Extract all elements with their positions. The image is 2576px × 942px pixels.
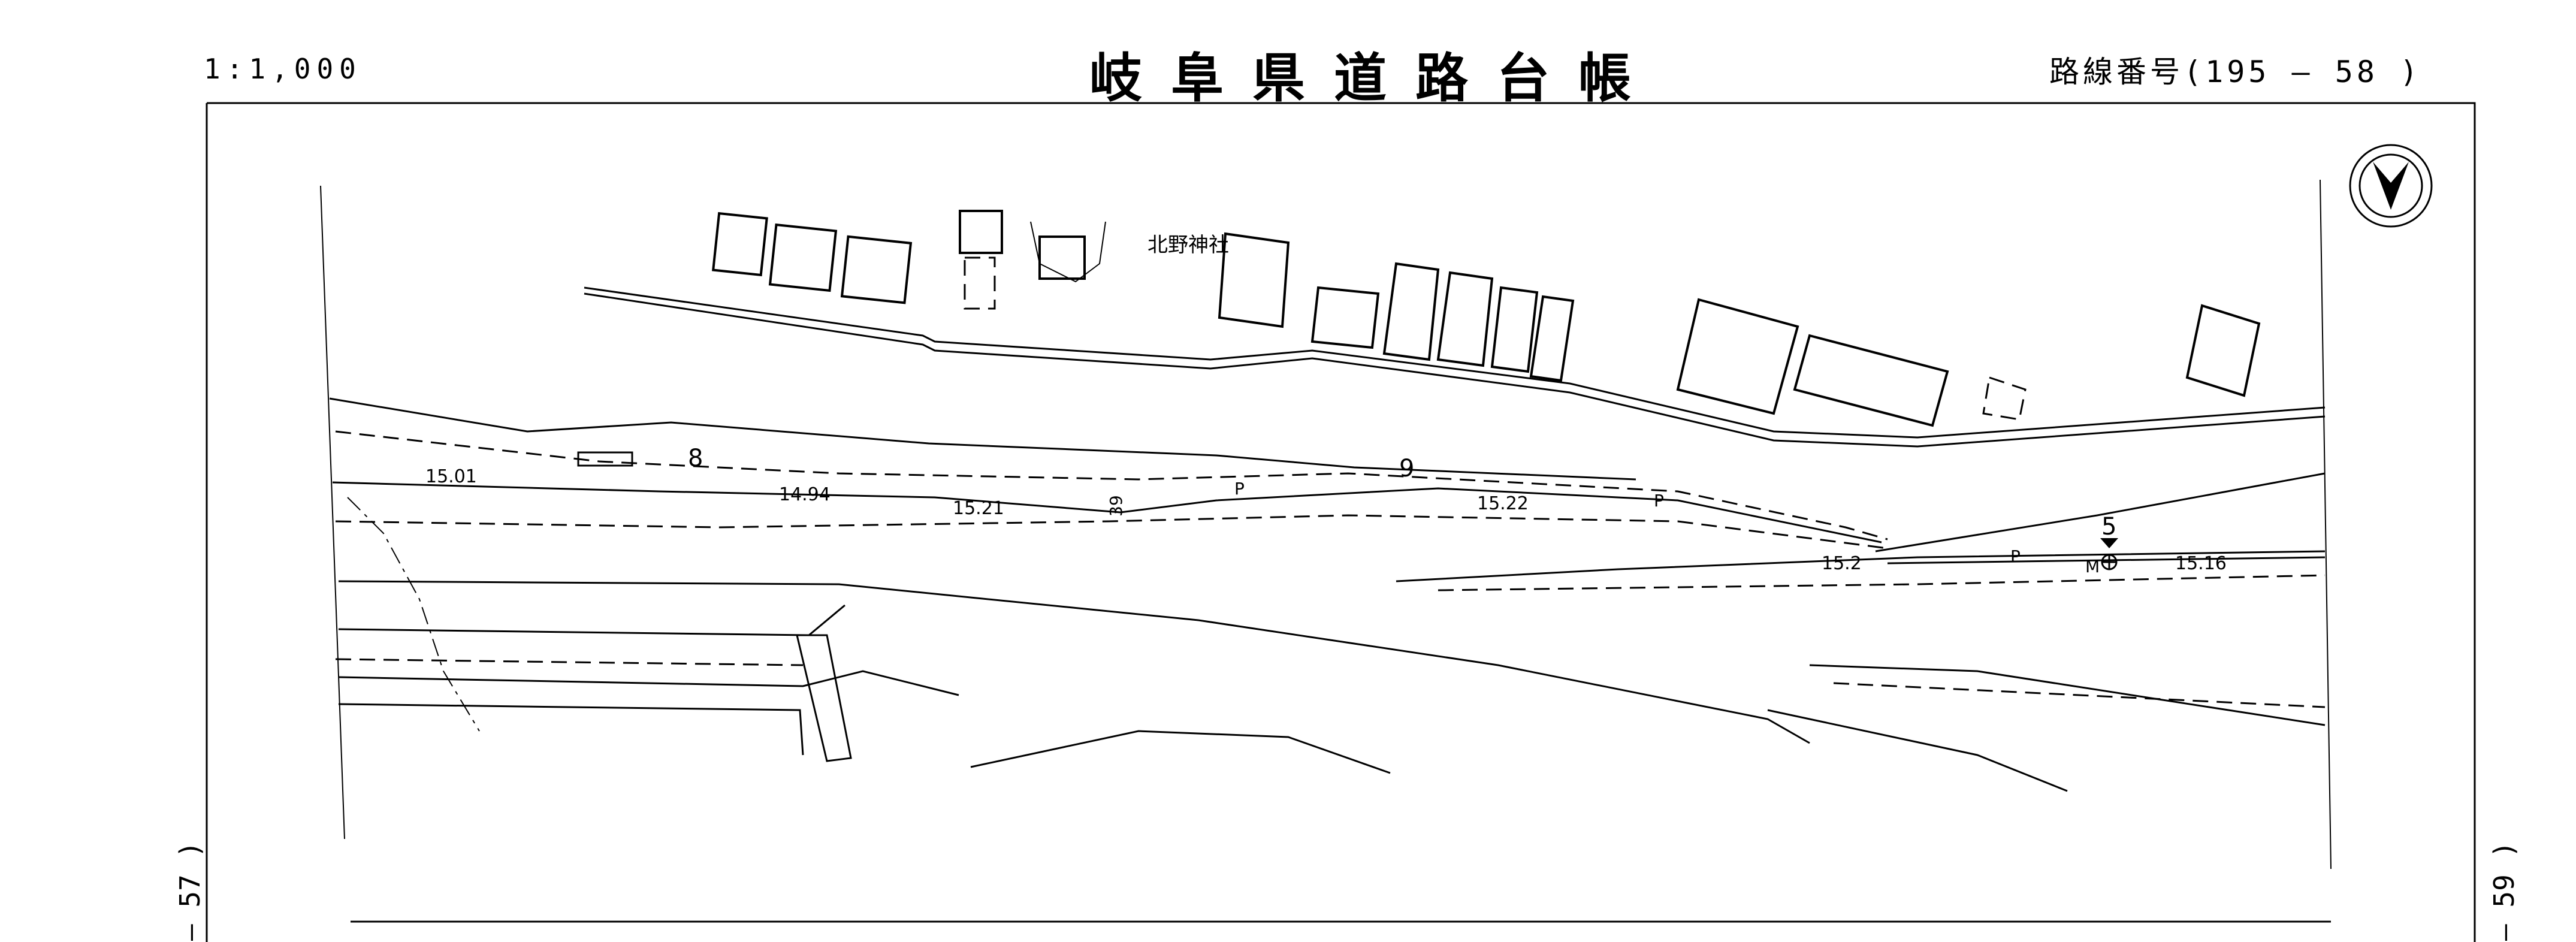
svg-text:15.22: 15.22 [1477, 493, 1529, 514]
svg-text:15.16: 15.16 [2175, 553, 2227, 574]
svg-text:P: P [1654, 491, 1664, 511]
right-limit-line [2320, 179, 2332, 869]
page-title: 岐阜県道路台帳 [1089, 47, 1660, 109]
svg-text:15.01: 15.01 [425, 466, 477, 487]
svg-text:P: P [2010, 547, 2021, 566]
road-edges [329, 286, 2326, 792]
svg-text:9: 9 [1399, 455, 1414, 482]
svg-text:5: 5 [2101, 513, 2116, 541]
svg-text:15.2: 15.2 [1822, 553, 1862, 574]
buildings [712, 210, 2261, 427]
svg-text:8: 8 [688, 445, 703, 472]
shrine-grounds [1030, 221, 1106, 283]
map-scale: 1:1,000 [204, 53, 362, 85]
station-labels: 8 9 5 [688, 445, 2116, 541]
benchmark-icon [2100, 538, 2118, 570]
elevation-labels: 15.01 14.94 15.21 15.22 15.2 15.16 [425, 466, 2227, 574]
svg-text:14.94: 14.94 [779, 484, 831, 505]
left-limit-line [320, 185, 345, 840]
small-labels: 39 P P P M [1106, 479, 2100, 576]
route-number: 路線番号(195 — 58 ) [2049, 55, 2422, 89]
svg-text:15.21: 15.21 [953, 498, 1004, 519]
svg-text:M: M [2085, 557, 2100, 576]
north-arrow-icon [2349, 144, 2433, 228]
svg-text:39: 39 [1106, 495, 1126, 517]
svg-text:P: P [1234, 479, 1245, 499]
map-frame [206, 102, 2476, 942]
shrine-label: 北野神社 [1147, 233, 1229, 257]
hatched-structure [577, 451, 633, 467]
